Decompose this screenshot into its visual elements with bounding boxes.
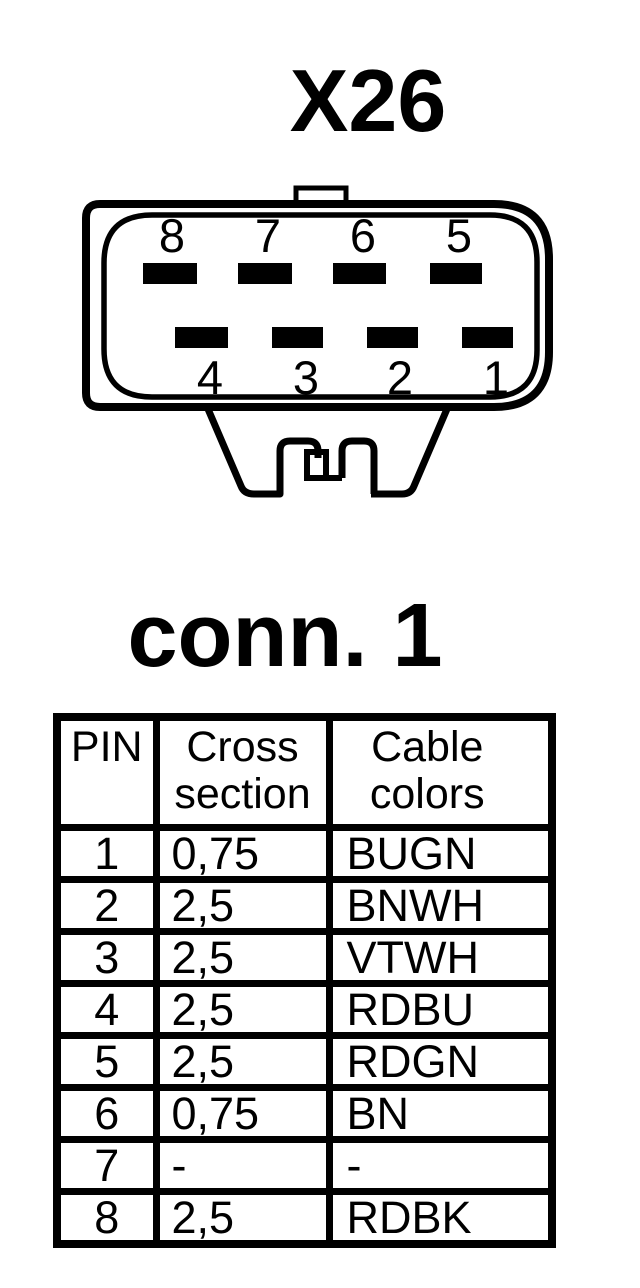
connector-mount-left — [204, 407, 322, 498]
pin-number-label: 5 — [446, 209, 472, 262]
pin-contact-5 — [430, 263, 482, 284]
header-cable-colors: Cable colors — [325, 713, 556, 831]
connector-mount-right — [338, 407, 451, 498]
cross-section-cell: 0,75 — [152, 824, 333, 883]
connector-top-tab — [293, 185, 349, 206]
cable-color-cell: RDGN — [325, 1032, 556, 1091]
pin-contact-6 — [333, 263, 386, 284]
cross-section-cell: 2,5 — [152, 980, 333, 1039]
table-header-row: PIN Cross section Cable colors — [53, 713, 556, 831]
pin-cell: 4 — [53, 980, 160, 1039]
header-pin: PIN — [53, 713, 160, 831]
table-row: 7 - - — [53, 1136, 556, 1195]
pin-number-label: 1 — [483, 351, 509, 404]
pin-number-label: 3 — [293, 351, 319, 404]
table-row: 3 2,5 VTWH — [53, 928, 556, 987]
connection-title: conn. 1 — [127, 586, 443, 686]
pinout-table: PIN Cross section Cable colors 1 0,75 BU… — [53, 713, 556, 1248]
table-row: 1 0,75 BUGN — [53, 824, 556, 883]
pin-contact-4 — [175, 327, 228, 348]
pin-number-label: 7 — [255, 209, 281, 262]
header-cross-section: Cross section — [152, 713, 333, 831]
cable-color-cell: RDBK — [325, 1188, 556, 1248]
pin-cell: 7 — [53, 1136, 160, 1195]
table-row: 6 0,75 BN — [53, 1084, 556, 1143]
cross-section-cell: 2,5 — [152, 1188, 333, 1248]
cross-section-cell: 2,5 — [152, 1032, 333, 1091]
cable-color-cell: BNWH — [325, 876, 556, 935]
connector-label: X26 — [289, 51, 447, 150]
pin-cell: 5 — [53, 1032, 160, 1091]
cross-section-cell: 2,5 — [152, 928, 333, 987]
pin-number-label: 8 — [159, 209, 185, 262]
pin-contact-3 — [272, 327, 323, 348]
cable-color-cell: - — [325, 1136, 556, 1195]
cross-section-cell: 2,5 — [152, 876, 333, 935]
table-row: 2 2,5 BNWH — [53, 876, 556, 935]
cross-section-cell: 0,75 — [152, 1084, 333, 1143]
table-row: 8 2,5 RDBK — [53, 1188, 556, 1248]
pin-contact-2 — [367, 327, 418, 348]
pin-cell: 1 — [53, 824, 160, 883]
cable-color-cell: VTWH — [325, 928, 556, 987]
cable-color-cell: BN — [325, 1084, 556, 1143]
connector-diagram: 8 7 6 5 4 3 2 1 — [82, 185, 553, 498]
connector-outer-outline — [82, 200, 553, 411]
cross-section-cell: - — [152, 1136, 333, 1195]
cable-color-cell: BUGN — [325, 824, 556, 883]
pin-contact-8 — [143, 263, 197, 284]
pin-cell: 2 — [53, 876, 160, 935]
table-row: 4 2,5 RDBU — [53, 980, 556, 1039]
cable-color-cell: RDBU — [325, 980, 556, 1039]
connector-inner-outline — [101, 212, 540, 400]
pin-number-label: 4 — [197, 351, 223, 404]
pin-contact-7 — [238, 263, 292, 284]
pin-cell: 6 — [53, 1084, 160, 1143]
pin-contact-1 — [462, 327, 513, 348]
pin-number-label: 2 — [387, 351, 413, 404]
pin-cell: 3 — [53, 928, 160, 987]
pin-number-label: 6 — [350, 209, 376, 262]
pin-cell: 8 — [53, 1188, 160, 1248]
table-row: 5 2,5 RDGN — [53, 1032, 556, 1091]
